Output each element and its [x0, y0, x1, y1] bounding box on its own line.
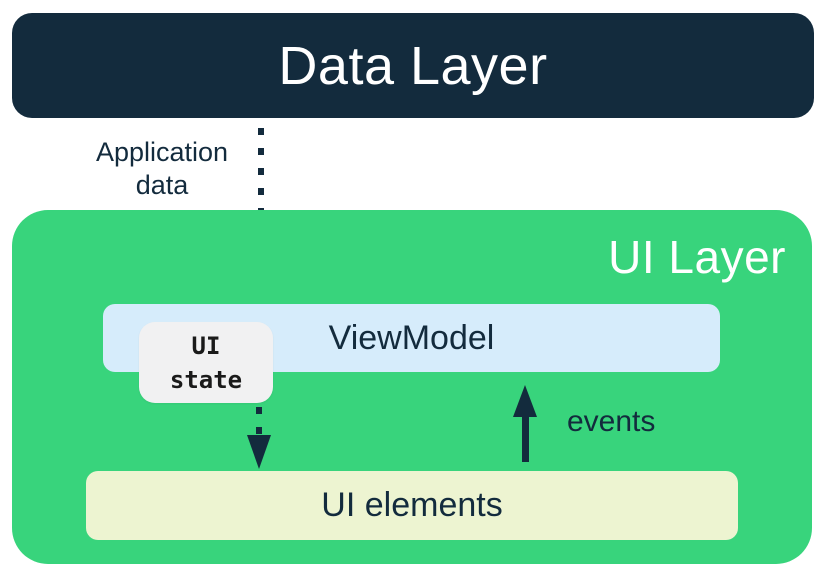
application-data-arrow-lower: [247, 407, 271, 469]
ui-elements-label: UI elements: [321, 486, 503, 524]
data-layer-box: Data Layer: [12, 13, 814, 118]
dotted-line: [258, 128, 264, 268]
ui-layer-label: UI Layer: [608, 231, 786, 283]
application-data-label: Application data: [95, 137, 229, 200]
ui-elements-box: UI elements: [86, 471, 738, 540]
dotted-line: [256, 407, 262, 435]
events-arrow: [513, 385, 537, 462]
arrowhead-down-icon: [247, 435, 271, 469]
viewmodel-label: ViewModel: [328, 318, 495, 357]
data-layer-label: Data Layer: [278, 35, 548, 96]
arrow-shaft: [521, 417, 529, 462]
ui-state-label: UI state: [169, 331, 243, 394]
arrowhead-up-icon: [513, 385, 537, 417]
events-label: events: [567, 405, 656, 438]
ui-state-badge: UI state: [139, 322, 273, 403]
